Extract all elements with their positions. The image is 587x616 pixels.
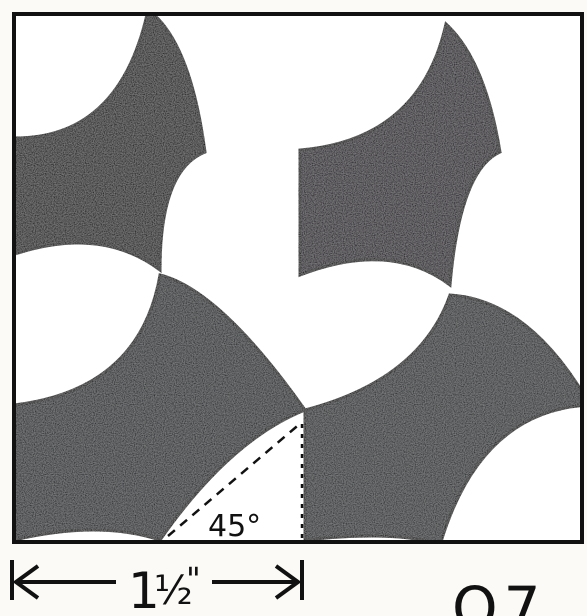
width-label-inch-mark: " <box>186 560 201 598</box>
diagonal-construction-line <box>167 421 303 537</box>
dimension-arrowhead-right <box>274 564 302 600</box>
width-label-fraction: ½ <box>154 568 193 614</box>
dark-tile-bottom-right <box>303 293 582 542</box>
dimension-arrowhead-left <box>12 564 40 600</box>
square-outline <box>12 12 584 544</box>
width-label-whole: 1 <box>128 562 160 616</box>
dark-tile-top-right <box>298 21 502 288</box>
corner-label-fragment: Q7 <box>452 574 547 616</box>
dark-tile-top-left <box>14 14 207 273</box>
angle-label: 45° <box>208 509 261 544</box>
